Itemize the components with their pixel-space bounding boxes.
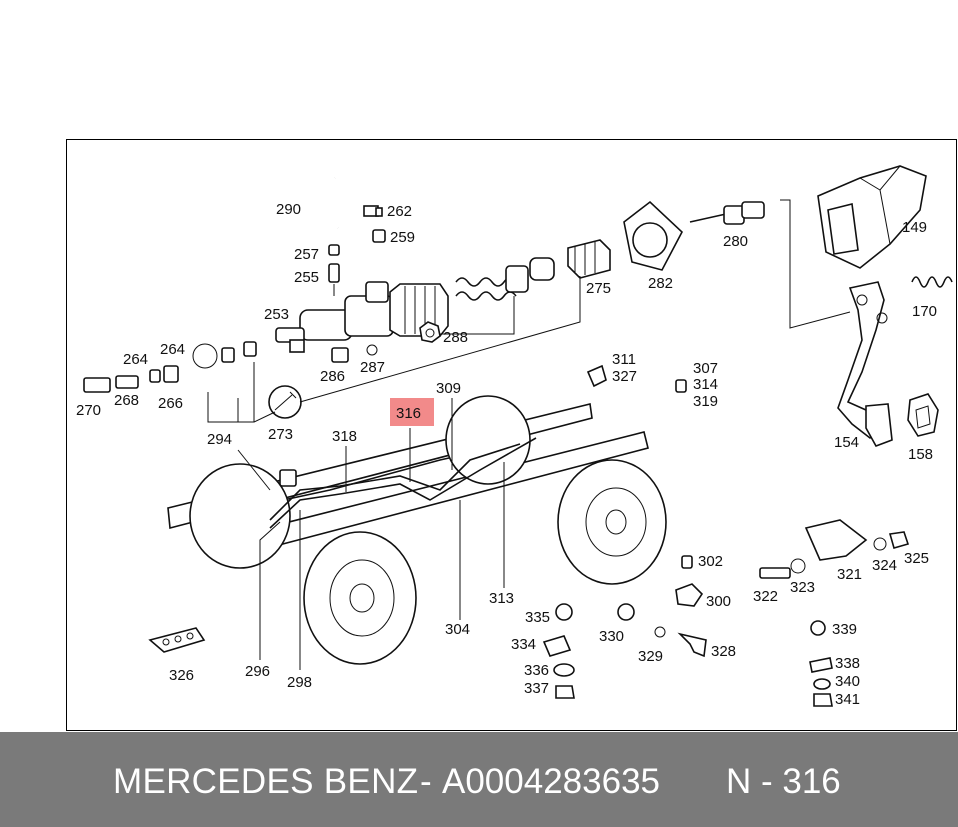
label-270: 270 <box>76 402 101 419</box>
label-286: 286 <box>320 368 345 385</box>
label-335: 335 <box>525 609 550 626</box>
label-322: 322 <box>753 588 778 605</box>
label-340: 340 <box>835 673 860 690</box>
label-328: 328 <box>711 643 736 660</box>
label-300: 300 <box>706 593 731 610</box>
label-262: 262 <box>387 203 412 220</box>
label-268: 268 <box>114 392 139 409</box>
leader-lines <box>207 199 851 670</box>
label-290: 290 <box>276 201 301 218</box>
label-158: 158 <box>908 446 933 463</box>
label-334: 334 <box>511 636 536 653</box>
label-336: 336 <box>524 662 549 679</box>
label-319: 319 <box>693 393 718 410</box>
label-255: 255 <box>294 269 319 286</box>
highlight-box <box>390 398 434 426</box>
label-316: 316 <box>396 405 421 422</box>
label-298: 298 <box>287 674 312 691</box>
label-330: 330 <box>599 628 624 645</box>
label-287: 287 <box>360 359 385 376</box>
label-339: 339 <box>832 621 857 638</box>
label-149: 149 <box>902 219 927 236</box>
label-323: 323 <box>790 579 815 596</box>
label-321: 321 <box>837 566 862 583</box>
label-338: 338 <box>835 655 860 672</box>
label-294: 294 <box>207 431 232 448</box>
label-329: 329 <box>638 648 663 665</box>
label-257: 257 <box>294 246 319 263</box>
footer-bar <box>0 732 958 827</box>
label-341: 341 <box>835 691 860 708</box>
footer-separator: - <box>420 762 432 801</box>
label-296: 296 <box>245 663 270 680</box>
label-337: 337 <box>524 680 549 697</box>
label-264a: 264 <box>123 351 148 368</box>
footer-brand: MERCEDES BENZ <box>113 762 419 801</box>
parts-artwork <box>83 165 953 665</box>
label-325: 325 <box>904 550 929 567</box>
label-326: 326 <box>169 667 194 684</box>
label-324: 324 <box>872 557 897 574</box>
hardware-small-parts <box>148 519 910 707</box>
label-314: 314 <box>693 376 718 393</box>
label-327: 327 <box>612 368 637 385</box>
label-304: 304 <box>445 621 470 638</box>
label-307: 307 <box>693 360 718 377</box>
label-288: 288 <box>443 329 468 346</box>
label-309: 309 <box>436 380 461 397</box>
callout-labels: 290 262 259 257 255 253 288 275 282 280 … <box>76 201 937 708</box>
label-154: 154 <box>834 434 859 451</box>
footer-position: N - 316 <box>726 762 841 801</box>
label-273: 273 <box>268 426 293 443</box>
label-253: 253 <box>264 306 289 323</box>
label-302: 302 <box>698 553 723 570</box>
label-170: 170 <box>912 303 937 320</box>
label-280: 280 <box>723 233 748 250</box>
footer-part-number: A0004283635 <box>442 762 660 801</box>
label-318: 318 <box>332 428 357 445</box>
label-313: 313 <box>489 590 514 607</box>
label-311: 311 <box>612 351 636 368</box>
label-259: 259 <box>390 229 415 246</box>
label-282: 282 <box>648 275 673 292</box>
label-275: 275 <box>586 280 611 297</box>
label-266: 266 <box>158 395 183 412</box>
label-264b: 264 <box>160 341 185 358</box>
